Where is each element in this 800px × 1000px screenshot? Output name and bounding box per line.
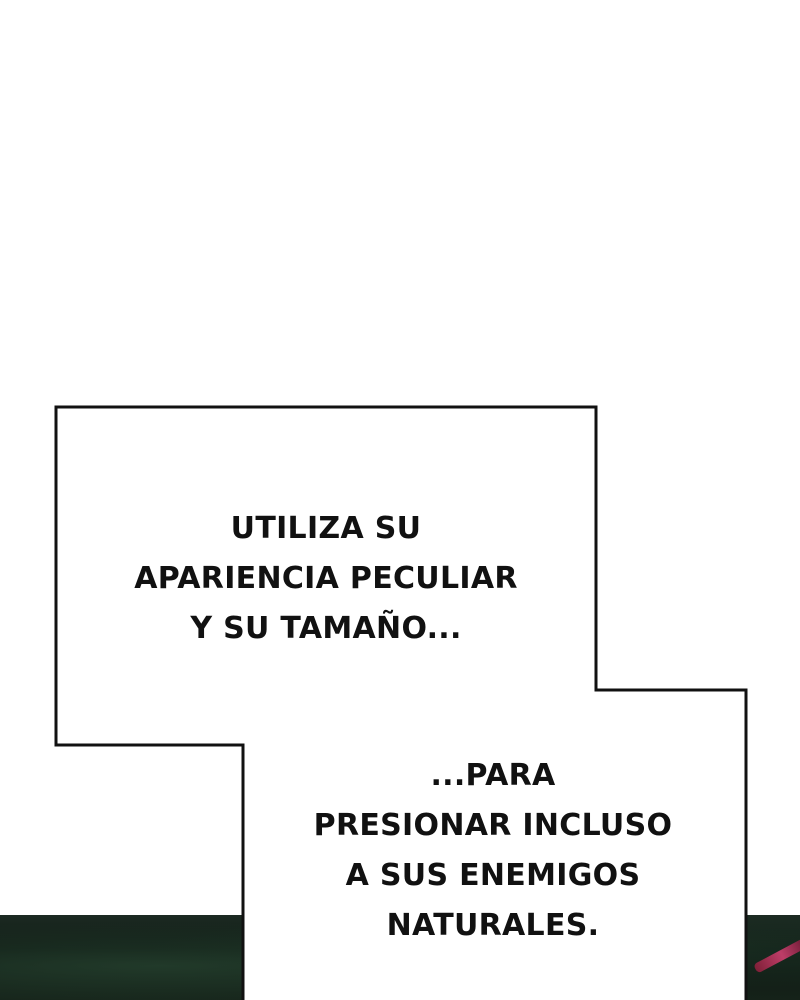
caption-line: PRESIONAR INCLUSO bbox=[313, 808, 673, 843]
caption-line: UTILIZA SU bbox=[230, 511, 422, 546]
caption-line: NATURALES. bbox=[386, 908, 600, 943]
caption-line: APARIENCIA PECULIAR bbox=[134, 561, 518, 596]
caption-text-second: ...PARA PRESIONAR INCLUSO A SUS ENEMIGOS… bbox=[270, 751, 716, 951]
caption-line: A SUS ENEMIGOS bbox=[345, 858, 641, 893]
caption-text-first: UTILIZA SU APARIENCIA PECULIAR Y SU TAMA… bbox=[80, 504, 572, 654]
caption-box-outline bbox=[54, 405, 748, 1000]
caption-line: ...PARA bbox=[430, 758, 556, 793]
caption-line: Y SU TAMAÑO... bbox=[190, 611, 462, 646]
